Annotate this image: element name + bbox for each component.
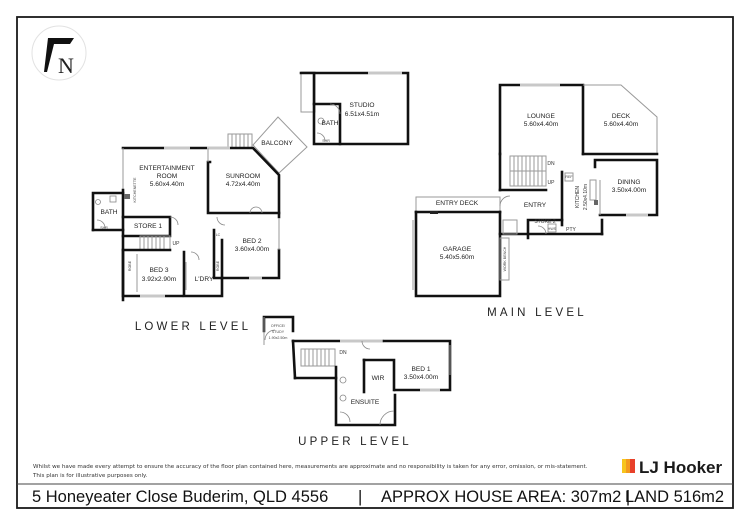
brand-logo: LJ Hooker xyxy=(622,458,723,477)
room-office-name: OFFICE/ xyxy=(271,324,285,328)
room-bed2-size: 3.60x4.00m xyxy=(235,246,270,253)
stairs-up-label-main: UP xyxy=(548,180,556,186)
room-entertainment-size: 5.60x4.40m xyxy=(150,181,185,188)
room-dining-name: DINING xyxy=(617,179,640,186)
room-dining-size: 3.50x4.00m xyxy=(612,187,647,194)
brand-name: LJ Hooker xyxy=(639,458,723,477)
room-store2: STORE 2 xyxy=(534,219,556,225)
room-garage-size: 5.40x5.60m xyxy=(440,254,475,261)
main-level-title: MAIN LEVEL xyxy=(487,307,587,319)
room-entertainment-name: ENTERTAINMENT xyxy=(139,165,194,172)
address-separator: | xyxy=(358,488,362,506)
robe-label-bed2: ROBE xyxy=(216,260,220,271)
room-lounge-size: 5.60x4.40m xyxy=(524,121,559,128)
studio-shower-label: SHR xyxy=(322,139,330,143)
room-lounge-name: LOUNGE xyxy=(527,113,555,120)
room-entry-deck: ENTRY DECK xyxy=(436,200,479,207)
lower-level-title: LOWER LEVEL xyxy=(135,321,251,333)
work-bench-label: WORK BENCH xyxy=(503,246,507,271)
robe-label-bed3: ROBE xyxy=(128,260,132,271)
room-studio-name: STUDIO xyxy=(350,102,375,109)
room-garage-name: GARAGE xyxy=(443,246,472,253)
room-wir: WIR xyxy=(372,375,385,382)
room-balcony-name: BALCONY xyxy=(261,140,293,147)
room-bed1-size: 3.50x4.00m xyxy=(404,374,439,381)
fridge-label: REF xyxy=(565,175,573,179)
room-bed3-name: BED 3 xyxy=(149,267,168,274)
linen-cupboard-label: LC xyxy=(216,233,221,237)
upper-level-title: UPPER LEVEL xyxy=(298,436,412,448)
room-deck-size: 5.60x4.40m xyxy=(604,121,639,128)
land-area: LAND 516m2 xyxy=(625,488,724,506)
disclaimer-line-1: Whilst we have made every attempt to ens… xyxy=(33,464,588,470)
property-address: 5 Honeyeater Close Buderim, QLD 4556 xyxy=(32,488,328,506)
room-kitchen-size: 2.50x4.10m xyxy=(583,184,589,210)
brand-bar-red xyxy=(630,459,635,473)
house-area: APPROX HOUSE AREA: 307m2 | xyxy=(381,488,630,506)
room-entertainment-name2: ROOM xyxy=(157,173,178,180)
room-bed2-name: BED 2 xyxy=(242,238,261,245)
disclaimer-line-2: This plan is for illustrative purposes o… xyxy=(32,473,148,479)
room-entry: ENTRY xyxy=(524,202,547,209)
room-store1: STORE 1 xyxy=(134,223,162,230)
north-arrow-icon: N xyxy=(31,25,87,81)
stairs-down-label: DN xyxy=(547,161,555,167)
room-sunroom-size: 4.72x4.40m xyxy=(226,181,261,188)
room-kitchen-name: KITCHEN xyxy=(575,186,581,208)
page-frame xyxy=(16,16,734,509)
stairs-up-label: UP xyxy=(173,241,181,247)
room-office-name2: STUDY xyxy=(272,330,285,334)
lower-level-plan: ENTERTAINMENT ROOM 5.60x4.40m SUNROOM 4.… xyxy=(91,116,308,302)
main-level-plan: LOUNGE 5.60x4.40m DECK 5.60x4.40m DINING… xyxy=(412,83,659,298)
upper-stairs-down-label: DN xyxy=(339,350,347,356)
room-sunroom-name: SUNROOM xyxy=(226,173,260,180)
room-ensuite: ENSUITE xyxy=(351,399,380,406)
kitchenette-label: KITCHENETTE xyxy=(133,177,137,203)
room-bed3-size: 3.92x2.90m xyxy=(142,276,177,283)
hot-water-label: HWS xyxy=(548,227,557,231)
upper-level-plan: OFFICE/ STUDY 1.90x2.50m BED 1 3.50x4.00… xyxy=(262,315,452,427)
room-laundry: L'DRY xyxy=(195,276,214,283)
brand-bar-yellow xyxy=(622,459,626,473)
room-office-size: 1.90x2.50m xyxy=(269,336,288,340)
room-lower-bath: BATH xyxy=(100,209,117,216)
room-studio-bath: BATH xyxy=(321,120,338,127)
studio-plan: STUDIO 6.51x4.51m BATH SHR xyxy=(299,71,410,146)
north-label: N xyxy=(58,53,74,78)
room-pantry: PTY xyxy=(566,227,576,233)
brand-bar-orange xyxy=(626,459,630,473)
room-studio-size: 6.51x4.51m xyxy=(345,111,380,118)
lower-shower-label: SHR xyxy=(100,226,108,230)
room-bed1-name: BED 1 xyxy=(411,366,430,373)
room-deck-name: DECK xyxy=(612,113,631,120)
